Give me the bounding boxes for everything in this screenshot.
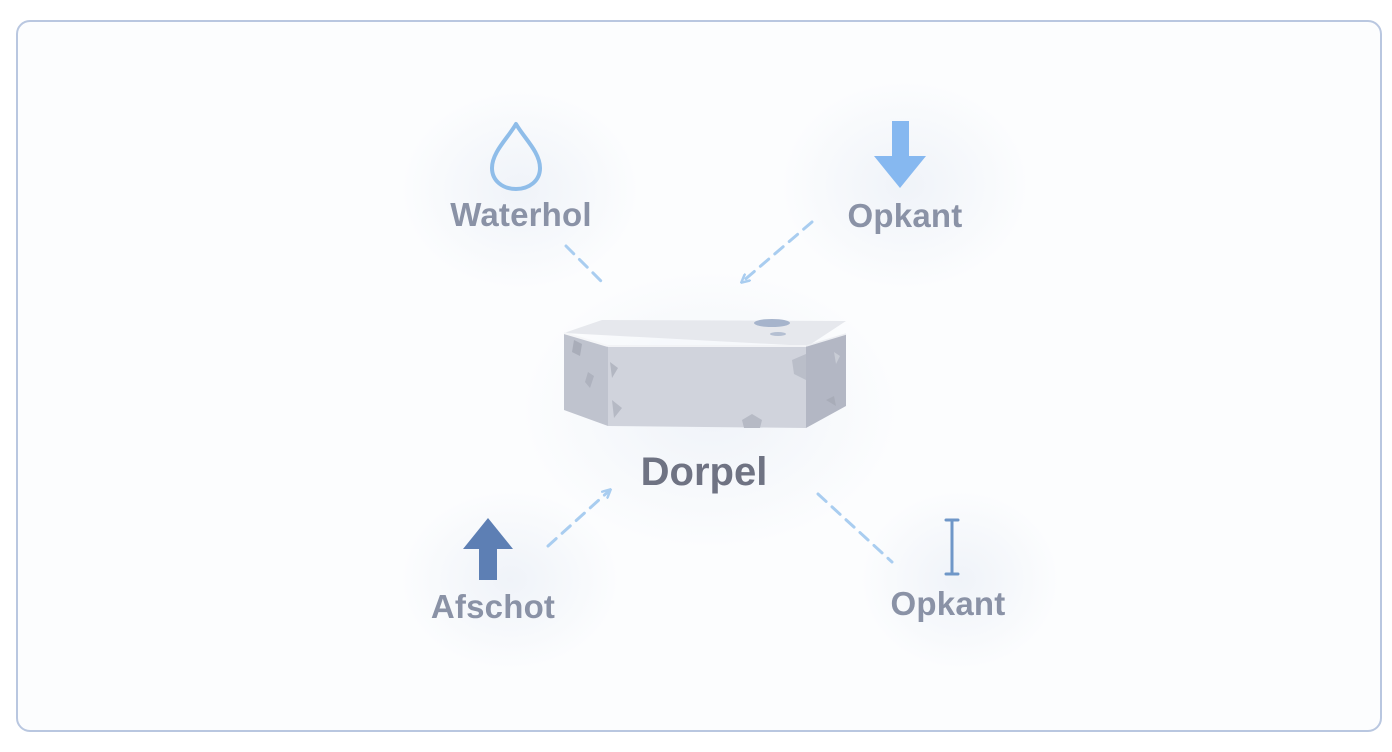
connector-opkant-top-to-dorpel bbox=[742, 220, 814, 282]
node-label-afschot: Afschot bbox=[430, 588, 556, 625]
connector-dorpel-to-opkant-bottom bbox=[816, 492, 894, 564]
arrow-down-icon bbox=[874, 121, 926, 188]
height-marker-icon bbox=[944, 518, 960, 576]
node-label-waterhol: Waterhol bbox=[450, 196, 592, 233]
node-label-opkant-bottom: Opkant bbox=[890, 585, 1006, 622]
stone-threshold-icon bbox=[563, 319, 847, 428]
background-glow-bottom-right bbox=[860, 490, 1060, 670]
water-drop-icon bbox=[490, 122, 542, 191]
connector-afschot-to-dorpel bbox=[546, 490, 610, 548]
background-glow-bottom-left bbox=[400, 490, 620, 670]
node-label-opkant-top: Opkant bbox=[847, 197, 963, 234]
arrow-up-icon bbox=[463, 518, 513, 580]
node-label-dorpel: Dorpel bbox=[640, 450, 768, 494]
connector-waterhol-to-dorpel bbox=[564, 244, 608, 288]
background-glow-top-right bbox=[780, 80, 1030, 290]
